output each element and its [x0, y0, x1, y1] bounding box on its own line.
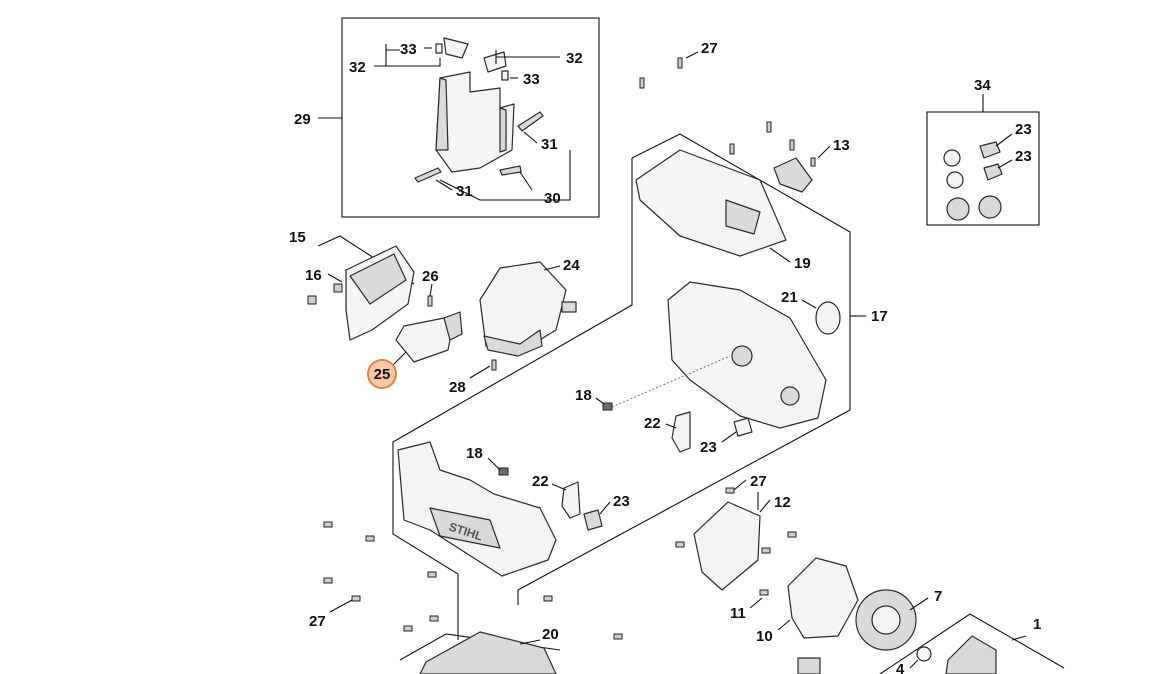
grip-13-part	[773, 157, 813, 193]
bushing-set-part	[943, 141, 1003, 221]
handle-bracket-part	[414, 37, 544, 183]
clip-22-part	[671, 411, 691, 453]
label-27b: 27	[750, 473, 767, 490]
label-19: 19	[794, 255, 811, 272]
label-23c: 23	[700, 439, 717, 456]
label-1: 1	[1033, 616, 1041, 633]
label-25: 25	[374, 366, 391, 383]
label-13: 13	[833, 137, 850, 154]
part-misc	[797, 657, 821, 674]
bushing-23-lower-part	[583, 509, 603, 531]
label-33b: 33	[523, 71, 540, 88]
housing-17-frame	[517, 133, 851, 605]
fan-7-part	[855, 589, 917, 651]
nut-18-lower-part	[498, 467, 509, 476]
handle-24-part	[479, 261, 577, 357]
bushing-23-part	[733, 417, 753, 437]
label-22a: 22	[644, 415, 661, 432]
label-18a: 18	[575, 387, 592, 404]
cover-20-part	[399, 631, 561, 674]
label-22b: 22	[532, 473, 549, 490]
screws-top	[639, 57, 816, 167]
label-29: 29	[294, 111, 311, 128]
label-23b: 23	[1015, 148, 1032, 165]
label-21: 21	[781, 289, 798, 306]
label-31a: 31	[541, 136, 558, 153]
label-32b: 32	[566, 50, 583, 67]
label-28: 28	[449, 379, 466, 396]
label-26: 26	[422, 268, 439, 285]
label-30: 30	[544, 190, 561, 207]
starter-1-part	[945, 635, 997, 674]
ring-4-part	[916, 646, 932, 662]
callout-labels: 29 32 33 32 33 31 31 30 27 34 23 23 13 1…	[289, 40, 1041, 674]
label-34: 34	[974, 77, 991, 94]
screws-left	[323, 521, 623, 640]
filter-15-part	[345, 245, 415, 341]
label-10: 10	[756, 628, 773, 645]
clip-22-lower-part	[561, 481, 581, 519]
label-33a: 33	[400, 41, 417, 58]
cover-19-part	[635, 149, 787, 257]
label-24: 24	[563, 257, 580, 274]
label-23a: 23	[1015, 121, 1032, 138]
highlighted-callout-25[interactable]: 25	[367, 359, 397, 389]
label-27c: 27	[309, 613, 326, 630]
label-32a: 32	[349, 59, 366, 76]
flywheel-10-part	[787, 557, 859, 639]
label-17: 17	[871, 308, 888, 325]
label-23d: 23	[613, 493, 630, 510]
label-16: 16	[305, 267, 322, 284]
label-7: 7	[934, 588, 942, 605]
label-15: 15	[289, 229, 306, 246]
fan-housing-12-part	[693, 501, 761, 591]
label-27a: 27	[701, 40, 718, 57]
label-11: 11	[730, 605, 746, 622]
crankcase-17-part	[667, 281, 827, 429]
housing-lower-part: STIHL	[397, 441, 557, 577]
label-4: 4	[896, 661, 905, 674]
nut-18-part	[602, 402, 613, 411]
label-20: 20	[542, 626, 559, 643]
wire-25-part	[395, 311, 463, 363]
gasket-21-part	[815, 301, 841, 335]
highlight-circle[interactable]	[367, 359, 397, 389]
label-18b: 18	[466, 445, 483, 462]
label-12: 12	[774, 494, 791, 511]
label-31b: 31	[456, 183, 473, 200]
